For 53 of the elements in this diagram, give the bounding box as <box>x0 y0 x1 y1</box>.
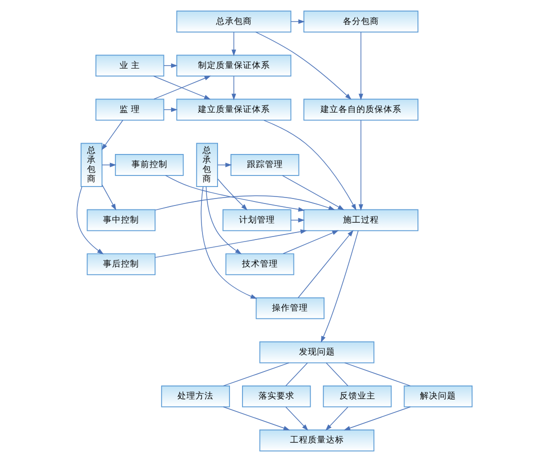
connector <box>222 362 289 386</box>
arrow <box>284 406 308 431</box>
arrow <box>282 230 338 254</box>
arrow <box>154 229 306 258</box>
arrow <box>101 120 123 150</box>
arrow <box>282 175 344 210</box>
arrow <box>216 178 247 210</box>
arrow <box>222 406 290 430</box>
arrow <box>216 162 232 168</box>
node-box: 总承包商 <box>196 142 218 188</box>
arrow <box>205 186 242 254</box>
connector <box>284 362 308 386</box>
arrow <box>154 195 335 210</box>
node-box: 处理方法 <box>160 385 230 408</box>
node-box: 落实要求 <box>242 385 310 408</box>
node-box: 监 理 <box>94 98 164 121</box>
arrow <box>343 406 410 430</box>
node-box: 总承包商 <box>80 142 102 188</box>
node-box: 事后控制 <box>86 253 156 276</box>
node-box: 总承包商 <box>176 10 291 32</box>
node-box: 施工过程 <box>302 209 418 232</box>
arrow <box>263 120 356 210</box>
arrow <box>164 175 304 212</box>
node-box: 跟踪管理 <box>230 154 299 176</box>
node-box: 操作管理 <box>255 297 324 320</box>
node-box: 解决问题 <box>403 385 472 408</box>
arrow <box>231 76 236 100</box>
arrow <box>200 186 257 299</box>
node-box: 事前控制 <box>114 154 184 176</box>
connector <box>325 362 348 386</box>
arrow <box>101 162 116 168</box>
node-box: 工程质量达标 <box>258 430 374 452</box>
node-box: 各分包商 <box>302 10 418 32</box>
arrow <box>320 230 358 343</box>
arrow <box>297 230 353 298</box>
connector <box>344 362 410 386</box>
node-box: 建立各自的质保体系 <box>302 98 418 121</box>
arrow <box>324 406 348 431</box>
arrow <box>290 19 304 24</box>
arrow <box>254 32 351 100</box>
arrow <box>101 184 116 210</box>
arrow <box>76 186 104 254</box>
node-box: 业 主 <box>94 54 164 77</box>
node-box: 事中控制 <box>86 209 156 232</box>
node-box: 建立质量保证体系 <box>176 98 291 121</box>
node-box: 制定质量保证体系 <box>176 54 291 77</box>
node-box: 反馈业主 <box>322 385 392 408</box>
node-box: 技术管理 <box>224 253 294 276</box>
arrow <box>358 32 363 100</box>
arrow <box>231 32 236 56</box>
arrow <box>358 120 363 211</box>
node-box: 发现问题 <box>258 341 374 364</box>
node-box: 计划管理 <box>222 209 291 232</box>
